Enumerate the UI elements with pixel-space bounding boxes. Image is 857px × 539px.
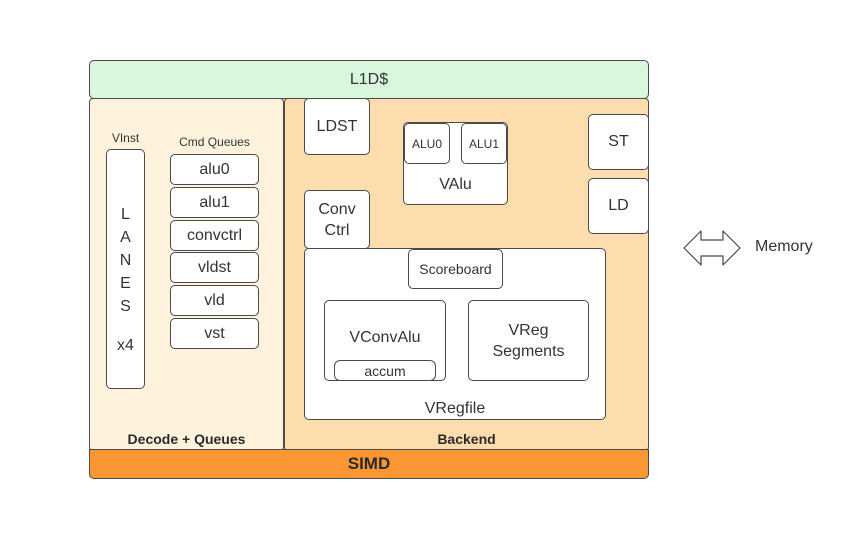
vinst-label: VInst: [111, 131, 140, 145]
queue-label: vst: [204, 324, 225, 342]
lanes-letter: A: [120, 229, 131, 246]
queue-vldst: vldst: [170, 252, 259, 283]
scoreboard-label: Scoreboard: [419, 261, 492, 277]
alu0-block: ALU0: [404, 123, 450, 164]
st-block: ST: [588, 114, 649, 170]
accum-label: accum: [364, 362, 406, 379]
conv-ctrl-block: Conv Ctrl: [304, 190, 370, 249]
cmd-queues-label: Cmd Queues: [179, 135, 250, 149]
conv-ctrl-label-line1: Conv: [318, 200, 356, 218]
ldst-block: LDST: [304, 98, 370, 155]
queue-alu1: alu1: [170, 187, 259, 218]
simd-label: SIMD: [347, 454, 391, 473]
vreg-segments-label-line1: VReg: [508, 321, 549, 339]
lanes-letter: E: [120, 275, 131, 292]
lanes-letter: S: [120, 298, 131, 315]
queue-convctrl: convctrl: [170, 220, 259, 251]
alu1-label: ALU1: [468, 136, 500, 151]
lanes-letter: L: [121, 206, 130, 223]
valu-label: VAlu: [439, 176, 472, 193]
ld-block: LD: [588, 178, 649, 234]
simd-block: SIMD: [89, 449, 649, 479]
ldst-label: LDST: [316, 117, 358, 135]
alu1-block: ALU1: [461, 123, 507, 164]
vreg-segments-label-line2: Segments: [492, 342, 565, 360]
memory-label: Memory: [755, 238, 813, 255]
queue-vld: vld: [170, 285, 259, 316]
l1d-cache-block: L1D$: [89, 60, 649, 99]
double-arrow-icon: [683, 230, 741, 266]
st-label: ST: [608, 133, 629, 150]
lanes-count: x4: [117, 337, 134, 354]
queue-label: convctrl: [186, 226, 243, 244]
conv-ctrl-label-line2: Ctrl: [324, 221, 350, 239]
vreg-segments-block: VReg Segments: [468, 300, 589, 381]
vinst-lanes-block: L A N E S x4: [106, 149, 145, 389]
vregfile-label: VRegfile: [424, 400, 486, 417]
queue-label: vldst: [198, 258, 231, 276]
queue-alu0: alu0: [170, 154, 259, 185]
backend-title: Backend: [437, 431, 496, 447]
queue-vst: vst: [170, 318, 259, 349]
accum-block: accum: [334, 360, 436, 381]
scoreboard-block: Scoreboard: [408, 249, 503, 289]
decode-queues-title: Decode + Queues: [127, 431, 246, 447]
l1d-label: L1D$: [349, 70, 389, 88]
ld-label: LD: [608, 197, 629, 214]
queue-label: vld: [204, 291, 225, 309]
queue-label: alu0: [199, 160, 230, 178]
vconvalu-label: VConvAlu: [349, 329, 421, 346]
queue-label: alu1: [199, 193, 230, 211]
lanes-letter: N: [119, 252, 132, 269]
alu0-label: ALU0: [411, 136, 443, 151]
